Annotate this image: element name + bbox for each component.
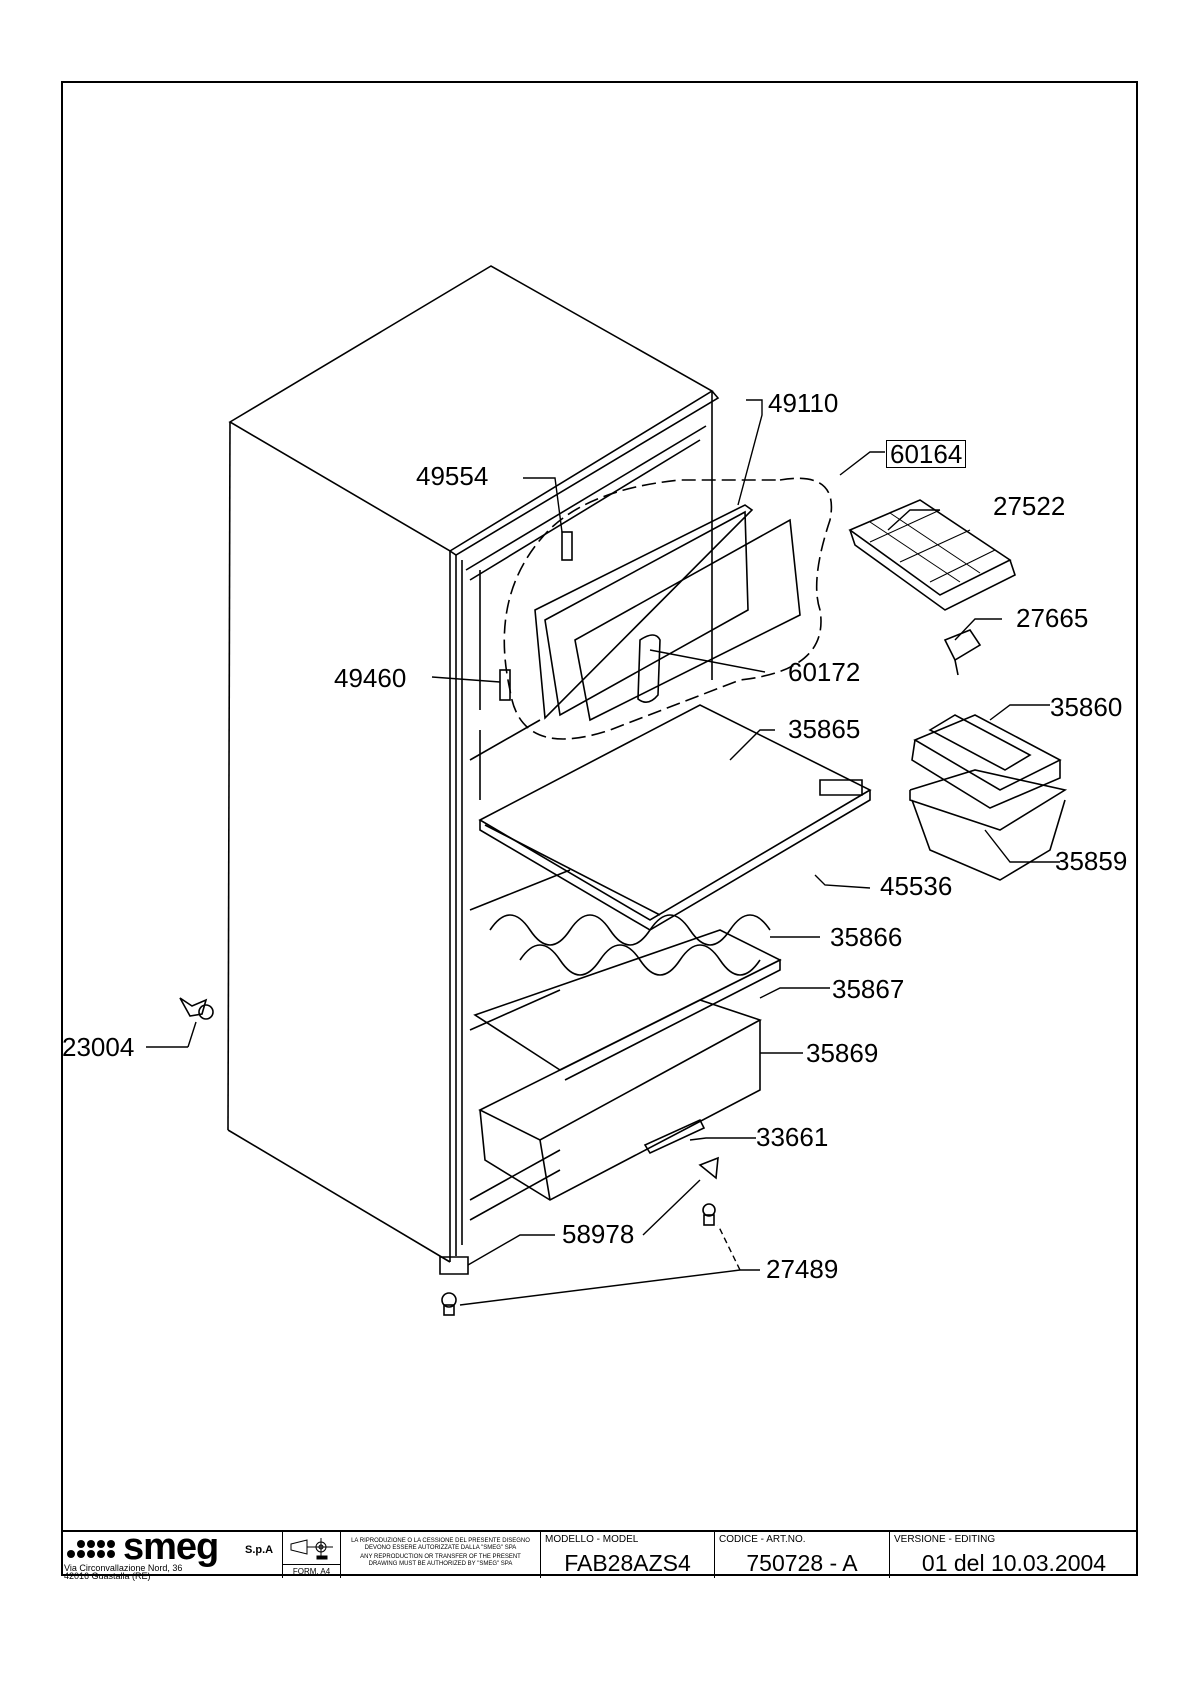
form-label: FORM. A4 xyxy=(283,1564,340,1576)
part-label-35860: 35860 xyxy=(1050,692,1123,722)
form-cell: FORM. A4 xyxy=(282,1532,340,1578)
wine-rack xyxy=(473,914,782,1081)
part-label-23004: 23004 xyxy=(62,1032,135,1062)
part-label-35866: 35866 xyxy=(830,922,903,952)
code-value: 750728 - A xyxy=(746,1550,858,1576)
part-label-27522: 27522 xyxy=(993,491,1066,521)
logo-dots-icon xyxy=(67,1540,115,1558)
crisper-drawer xyxy=(478,999,762,1201)
brand-cell: smeg S.p.A Via Circonvallazione Nord, 36… xyxy=(61,1526,282,1581)
brand-suffix: S.p.A xyxy=(245,1544,274,1556)
part-label-35865: 35865 xyxy=(788,714,861,744)
storage-container xyxy=(909,714,1068,881)
hinge-parts xyxy=(179,531,719,1316)
freezer-door xyxy=(503,477,833,740)
notice-english: ANY REPRODUCTION OR TRANSFER OF THE PRES… xyxy=(360,1554,521,1567)
part-label-45536: 45536 xyxy=(880,871,953,901)
title-block: smeg S.p.A Via Circonvallazione Nord, 36… xyxy=(61,1526,1138,1581)
address-line-2: 42016 Guastalla (RE) xyxy=(64,1571,151,1581)
ice-scoop xyxy=(943,629,982,676)
code-header: CODICE - ART.NO. xyxy=(719,1534,806,1545)
ice-tray xyxy=(848,499,1016,611)
brand-name: smeg xyxy=(123,1526,219,1568)
part-label-49110: 49110 xyxy=(768,388,839,418)
part-label-35867: 35867 xyxy=(832,974,905,1004)
version-cell: VERSIONE - EDITING 01 del 10.03.2004 xyxy=(889,1532,1138,1578)
part-label-35859: 35859 xyxy=(1055,846,1128,876)
part-label-27665: 27665 xyxy=(1016,603,1089,633)
part-label-35869: 35869 xyxy=(806,1038,879,1068)
cabinet xyxy=(227,265,720,1263)
projection-symbol-icon xyxy=(290,1538,333,1560)
part-label-60164: 60164 xyxy=(886,440,967,468)
part-label-27489: 27489 xyxy=(766,1254,839,1284)
model-value: FAB28AZS4 xyxy=(564,1550,691,1576)
model-cell: MODELLO - MODEL FAB28AZS4 xyxy=(540,1532,714,1578)
part-label-49554: 49554 xyxy=(416,461,489,491)
smeg-logo: smeg S.p.A xyxy=(65,1526,275,1568)
code-cell: CODICE - ART.NO. 750728 - A xyxy=(714,1532,889,1578)
model-header: MODELLO - MODEL xyxy=(545,1534,639,1545)
part-label-49460: 49460 xyxy=(334,663,407,693)
version-value: 01 del 10.03.2004 xyxy=(921,1550,1107,1576)
version-header: VERSIONE - EDITING xyxy=(894,1534,996,1545)
address-line-1: Via Circonvallazione Nord, 36 xyxy=(64,1563,183,1573)
leader-lines xyxy=(146,399,1060,1306)
drawing-frame xyxy=(61,81,1138,1576)
part-label-58978: 58978 xyxy=(562,1219,635,1249)
part-label-33661: 33661 xyxy=(756,1122,829,1152)
part-label-60172: 60172 xyxy=(788,657,861,687)
notice-italian: LA RIPRODUZIONE O LA CESSIONE DEL PRESEN… xyxy=(351,1538,530,1551)
notice-cell: LA RIPRODUZIONE O LA CESSIONE DEL PRESEN… xyxy=(340,1532,540,1578)
